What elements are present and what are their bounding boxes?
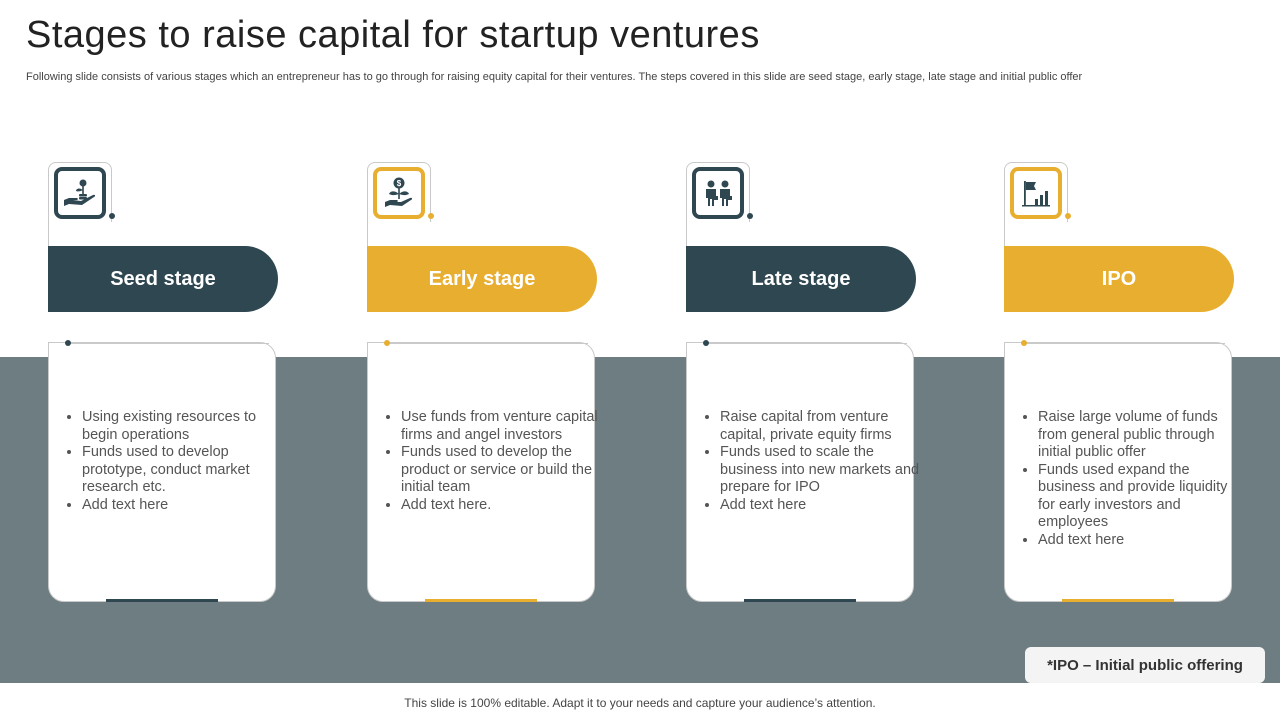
card-accent-bar <box>425 599 537 602</box>
card-divider <box>707 343 907 344</box>
businesspeople-icon <box>702 179 734 207</box>
icon-dot <box>747 213 753 219</box>
connector-line <box>367 222 368 246</box>
footer-text: This slide is 100% editable. Adapt it to… <box>404 696 876 710</box>
icon-frame <box>692 167 744 219</box>
connector-line <box>1004 222 1005 246</box>
list-item: Add text here <box>720 497 930 515</box>
card-accent-bar <box>1062 599 1174 602</box>
list-item: Raise capital from venture capital, priv… <box>720 409 930 444</box>
list-item: Add text here <box>1038 532 1248 550</box>
flag-chart-icon <box>1021 179 1051 207</box>
dollar-plant-icon: $ <box>384 177 414 209</box>
bullet-list: Raise large volume of funds from general… <box>1005 409 1248 549</box>
stage-label: Late stage <box>686 246 916 312</box>
card-accent-bar <box>744 599 856 602</box>
icon-tab <box>1004 162 1068 222</box>
stage-card: Use funds from venture capital firms and… <box>367 340 598 602</box>
icon-frame <box>1010 167 1062 219</box>
stage-card: Raise large volume of funds from general… <box>1004 340 1232 602</box>
list-item: Funds used to develop the product or ser… <box>401 444 611 497</box>
icon-dot <box>109 213 115 219</box>
list-item: Add text here. <box>401 497 611 515</box>
page-subtitle: Following slide consists of various stag… <box>26 71 1083 83</box>
icon-tab <box>686 162 750 222</box>
card-dot <box>1021 340 1027 346</box>
stage-early: $ Early stage Use funds from venture cap… <box>367 162 599 604</box>
stage-late: Late stage Raise capital from venture ca… <box>686 162 919 604</box>
connector-line <box>48 222 49 246</box>
list-item: Funds used to scale the business into ne… <box>720 444 930 497</box>
icon-tab: $ <box>367 162 431 222</box>
icon-tab <box>48 162 112 222</box>
list-item: Funds used to develop prototype, conduct… <box>82 444 292 497</box>
list-item: Using existing resources to begin operat… <box>82 409 292 444</box>
icon-dot <box>428 213 434 219</box>
bullet-list: Use funds from venture capital firms and… <box>368 409 611 514</box>
card-dot <box>384 340 390 346</box>
page-title: Stages to raise capital for startup vent… <box>26 14 760 56</box>
connector-line <box>686 222 687 246</box>
list-item: Use funds from venture capital firms and… <box>401 409 611 444</box>
hand-plant-icon <box>63 178 97 208</box>
card-divider <box>69 343 269 344</box>
list-item: Funds used expand the business and provi… <box>1038 462 1248 532</box>
stage-label: Seed stage <box>48 246 278 312</box>
card-accent-bar <box>106 599 218 602</box>
card-divider <box>388 343 588 344</box>
stage-label: IPO <box>1004 246 1234 312</box>
card-dot <box>65 340 71 346</box>
bullet-list: Raise capital from venture capital, priv… <box>687 409 930 514</box>
icon-frame: $ <box>373 167 425 219</box>
list-item: Add text here <box>82 497 292 515</box>
card-dot <box>703 340 709 346</box>
stage-label: Early stage <box>367 246 597 312</box>
list-item: Raise large volume of funds from general… <box>1038 409 1248 462</box>
svg-text:$: $ <box>397 179 402 188</box>
stage-seed: Seed stage Using existing resources to b… <box>48 162 280 604</box>
stage-ipo: IPO Raise large volume of funds from gen… <box>1004 162 1236 604</box>
bullet-list: Using existing resources to begin operat… <box>49 409 292 514</box>
icon-dot <box>1065 213 1071 219</box>
stage-card: Raise capital from venture capital, priv… <box>686 340 919 602</box>
icon-frame <box>54 167 106 219</box>
ipo-footnote: *IPO – Initial public offering <box>1025 647 1265 683</box>
card-divider <box>1025 343 1225 344</box>
stage-card: Using existing resources to begin operat… <box>48 340 276 602</box>
